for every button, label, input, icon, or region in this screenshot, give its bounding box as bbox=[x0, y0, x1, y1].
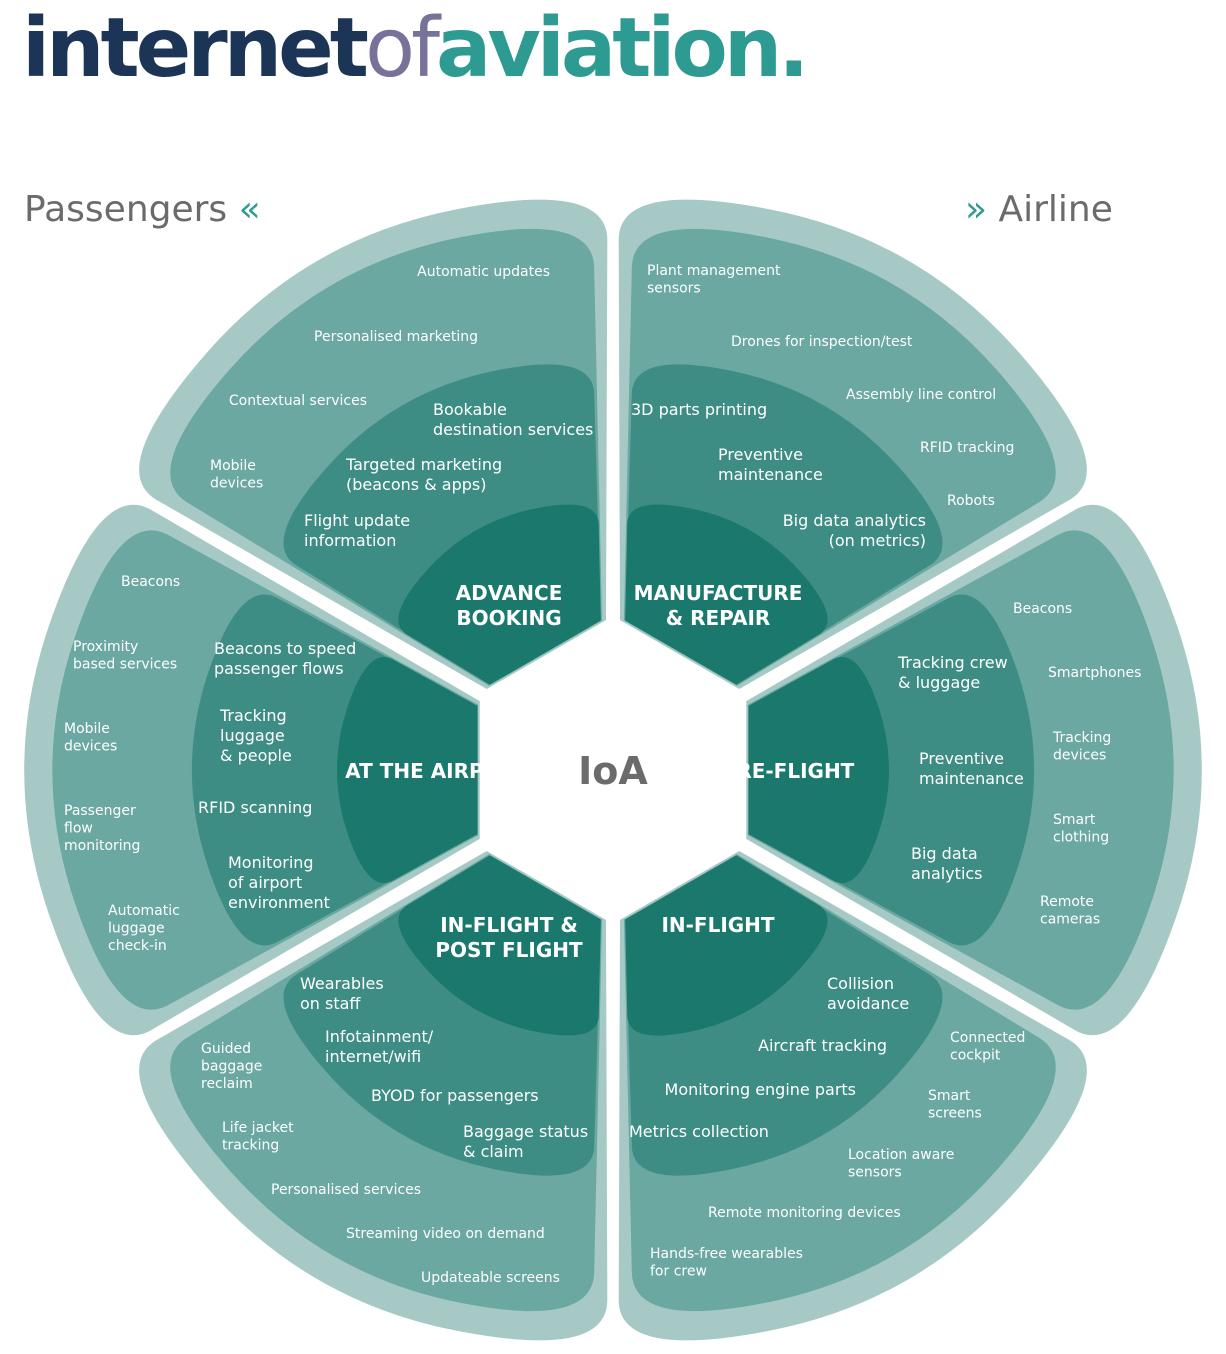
title-pre-flight: PRE-FLIGHT bbox=[722, 759, 855, 783]
outer-item-advance-booking-1: Personalised marketing bbox=[314, 329, 478, 345]
logo-internet: internet bbox=[22, 1, 369, 96]
outer-item-pre-flight-0: Beacons bbox=[1013, 601, 1072, 617]
middle-item-in-flight-2: Monitoring engine parts bbox=[665, 1080, 856, 1099]
title-in-flight-post-flight: IN-FLIGHT &POST FLIGHT bbox=[435, 913, 583, 962]
outer-item-in-flight-post-flight-4: Updateable screens bbox=[421, 1270, 560, 1286]
middle-item-in-flight-post-flight-1: Infotainment/internet/wifi bbox=[325, 1027, 434, 1066]
inner-core-pre-flight bbox=[748, 656, 890, 884]
title-manufacture-repair: MANUFACTURE& REPAIR bbox=[634, 581, 803, 630]
outer-item-manufacture-repair-4: Robots bbox=[947, 493, 995, 509]
center-hub bbox=[535, 692, 691, 848]
airline-text: Airline bbox=[998, 189, 1113, 230]
diagram-shapes bbox=[24, 199, 1202, 1341]
inner-core-advance-booking bbox=[398, 504, 601, 685]
inner-core-in-flight-post-flight bbox=[398, 855, 601, 1036]
outer-item-manufacture-repair-3: RFID tracking bbox=[920, 440, 1014, 456]
outer-item-advance-booking-0: Automatic updates bbox=[417, 264, 550, 280]
title-in-flight: IN-FLIGHT bbox=[661, 913, 774, 937]
middle-item-at-the-airport-2: RFID scanning bbox=[198, 798, 312, 817]
logo-of: of bbox=[364, 1, 440, 96]
outer-item-manufacture-repair-2: Assembly line control bbox=[846, 387, 996, 403]
inner-core-manufacture-repair bbox=[625, 504, 828, 685]
outer-item-pre-flight-1: Smartphones bbox=[1048, 665, 1141, 681]
inner-core-at-the-airport bbox=[336, 656, 478, 884]
middle-item-manufacture-repair-2: Big data analytics(on metrics) bbox=[783, 511, 926, 550]
logo: internetofaviation. bbox=[22, 8, 809, 90]
airline-label: » Airline bbox=[965, 192, 1113, 228]
title-at-the-airport: AT THE AIRPORT bbox=[345, 759, 529, 783]
outer-item-at-the-airport-0: Beacons bbox=[121, 574, 180, 590]
airline-chevron: » bbox=[965, 189, 988, 230]
outer-item-manufacture-repair-1: Drones for inspection/test bbox=[731, 334, 913, 350]
middle-item-advance-booking-1: Targeted marketing(beacons & apps) bbox=[345, 455, 502, 494]
middle-item-in-flight-post-flight-3: Baggage status& claim bbox=[463, 1122, 588, 1161]
outer-item-in-flight-3: Remote monitoring devices bbox=[708, 1205, 901, 1221]
center-label: IoA bbox=[578, 749, 648, 793]
outer-item-in-flight-post-flight-2: Personalised services bbox=[271, 1182, 421, 1198]
middle-item-in-flight-3: Metrics collection bbox=[629, 1122, 769, 1141]
middle-item-in-flight-post-flight-2: BYOD for passengers bbox=[371, 1086, 539, 1105]
passengers-chevron: « bbox=[238, 189, 261, 230]
inner-core-in-flight bbox=[625, 855, 828, 1036]
logo-aviation: aviation. bbox=[435, 1, 809, 96]
middle-item-in-flight-1: Aircraft tracking bbox=[758, 1036, 887, 1055]
passengers-text: Passengers bbox=[24, 189, 228, 230]
middle-item-manufacture-repair-0: 3D parts printing bbox=[631, 400, 767, 419]
middle-item-pre-flight-0: Tracking crew& luggage bbox=[897, 653, 1008, 692]
outer-item-in-flight-post-flight-3: Streaming video on demand bbox=[346, 1226, 545, 1242]
passengers-label: Passengers « bbox=[24, 192, 261, 228]
outer-item-advance-booking-2: Contextual services bbox=[229, 393, 367, 409]
